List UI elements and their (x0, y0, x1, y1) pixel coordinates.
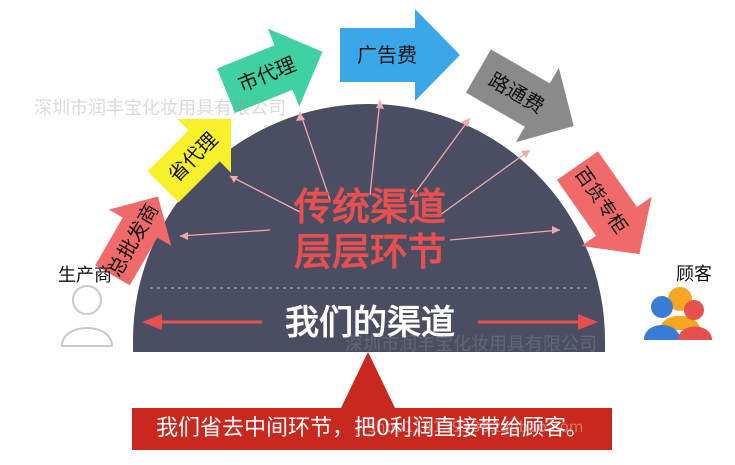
customer-label: 顾客 (676, 264, 712, 285)
ray-heads (180, 100, 560, 240)
channel-label: 我们的渠道 (285, 303, 455, 343)
banner-text: 我们省去中间环节，把0利润直接带给顾客。 (156, 416, 588, 441)
dome-background (133, 104, 605, 352)
arrow-advertising-label: 广告费 (357, 43, 417, 67)
watermark-top: 深圳市润丰宝化妆用具有限公司 (34, 98, 286, 119)
arrow-province-agent-shape (147, 118, 232, 203)
banner-background (132, 408, 612, 450)
arrow-department-store-shape (556, 151, 652, 255)
arrow-road-fee-shape (465, 49, 574, 143)
center-line1: 传统渠道 (293, 185, 446, 229)
producer-person-icon (60, 285, 114, 347)
watermark-url: shop114139388.taobao.com (368, 418, 584, 436)
banner-pointer (340, 352, 396, 410)
producer-label: 生产商 (58, 265, 112, 286)
channel-arrow (142, 314, 598, 330)
arrow-city-agent: 市代理 (217, 28, 323, 113)
customer-people-icon (644, 287, 712, 340)
rays (179, 99, 561, 241)
watermark-bottom: 深圳市润丰宝化妆用具有限公司 (345, 334, 597, 355)
center-line2: 层层环节 (294, 230, 446, 274)
arrow-wholesaler-shape (95, 196, 172, 286)
arrow-city-agent-shape (217, 28, 323, 113)
arrow-advertising: 广告费 (340, 9, 460, 101)
arrow-advertising-shape (340, 9, 460, 101)
